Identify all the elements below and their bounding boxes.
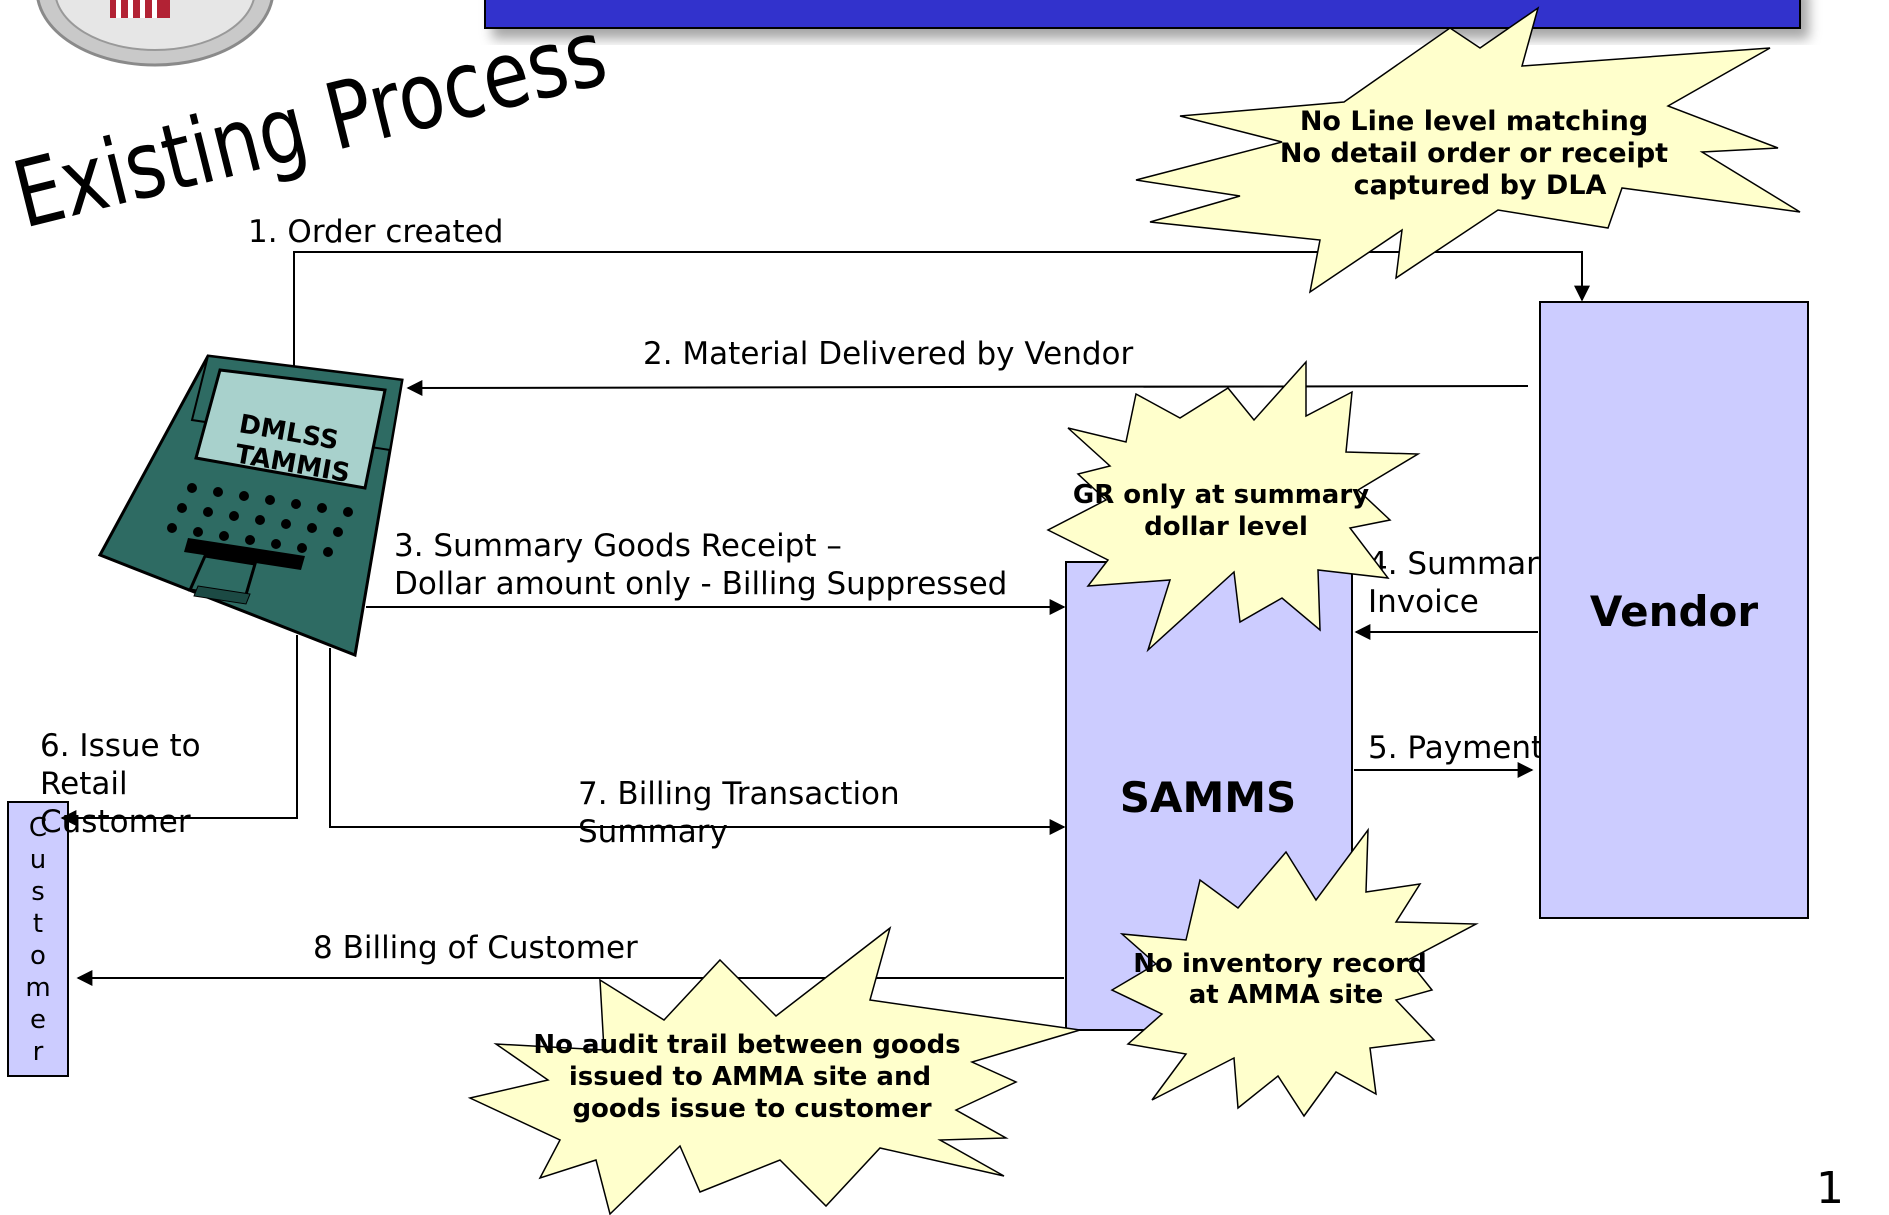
samms-label: SAMMS	[1120, 773, 1297, 822]
customer-letter: u	[30, 845, 46, 875]
flow-1-connector	[293, 251, 1590, 366]
flow-6-connector	[60, 635, 298, 826]
customer-letter: t	[33, 909, 43, 939]
flow-2-connector	[406, 379, 1529, 396]
customer-letter: m	[25, 973, 50, 1003]
flow-1-label: 1. Order created	[248, 214, 503, 250]
flow-6-label-line2: Retail	[40, 766, 128, 802]
flow-7-connector	[329, 648, 1066, 835]
vendor-box-overlay	[1539, 301, 1809, 919]
flow-6-label-line3: Customer	[40, 804, 191, 840]
callout-1-line2: No detail order or receipt	[1280, 138, 1668, 169]
seal-logo	[36, 0, 274, 67]
callout-no-line-level-matching: No Line level matching No detail order o…	[1135, 6, 1801, 294]
callout-4-line2: issued to AMMA site and	[569, 1062, 931, 1092]
customer-label: C u s t o m e r	[25, 813, 50, 1067]
customer-letter: r	[33, 1037, 44, 1067]
callout-4-line3: goods issue to customer	[572, 1094, 931, 1124]
flow-3-label-line2: Dollar amount only - Billing Suppressed	[394, 566, 1007, 602]
callout-gr-only-summary: GR only at summary dollar level	[1046, 360, 1421, 653]
customer-letter: o	[30, 941, 46, 971]
flow-4-label-line2: Invoice	[1368, 584, 1479, 620]
page-number: 1	[1816, 1163, 1844, 1214]
flow-3-label-line1: 3. Summary Goods Receipt –	[394, 528, 842, 564]
flow-4-label-line1: 4. Summary	[1368, 546, 1557, 582]
customer-letter: C	[29, 813, 47, 843]
flow-7-label-line2: Summary	[578, 814, 728, 850]
callout-2-line2: dollar level	[1144, 512, 1308, 542]
flow-5-label: 5. Payment	[1368, 730, 1543, 766]
callout-1-line1: No Line level matching	[1300, 106, 1648, 137]
customer-letter: s	[31, 877, 45, 907]
callout-3-line2: at AMMA site	[1189, 980, 1384, 1010]
vendor-label-overlay: Vendor	[1590, 587, 1759, 636]
callout-4-line1: No audit trail between goods	[533, 1030, 960, 1060]
customer-letter: e	[30, 1005, 46, 1035]
callout-1-line3: captured by DLA	[1354, 170, 1607, 201]
flow-6-label-line1: 6. Issue to	[40, 728, 201, 764]
laptop-icon: DMLSS TAMMIS	[97, 354, 404, 658]
callout-2-line1: GR only at summary	[1073, 480, 1369, 510]
flow-8-label: 8 Billing of Customer	[313, 930, 638, 966]
callout-no-inventory-record: No inventory record at AMMA site	[1110, 827, 1479, 1118]
callout-3-line1: No inventory record	[1133, 949, 1426, 979]
flow-7-label-line1: 7. Billing Transaction	[578, 776, 900, 812]
customer-box	[7, 801, 69, 1077]
callout-no-audit-trail: No audit trail between goods issued to A…	[467, 926, 1081, 1215]
title-banner	[484, 0, 1801, 29]
flow-2-label: 2. Material Delivered by Vendor	[643, 336, 1134, 372]
